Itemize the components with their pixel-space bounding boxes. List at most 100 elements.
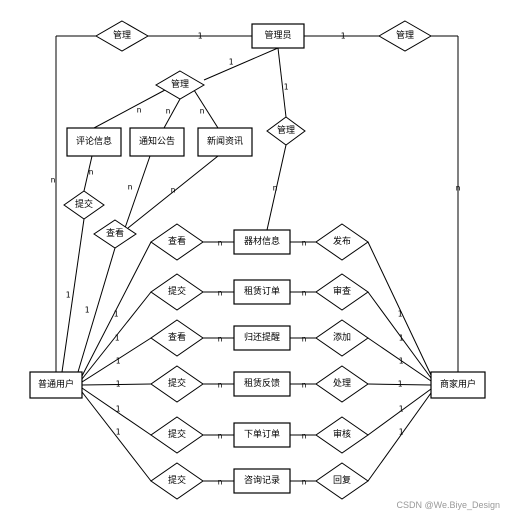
- relationship-label: 查看: [106, 227, 124, 239]
- connector-line: [83, 155, 93, 192]
- relationship-label: 提交: [168, 377, 186, 389]
- relationship-diamond: [315, 223, 369, 261]
- entity-box: [197, 127, 253, 157]
- relationship-diamond: [155, 70, 205, 100]
- entity-box: [251, 23, 305, 49]
- entity-merchant: 商家用户: [430, 371, 486, 399]
- relationship-m-review-rental: 审查: [315, 273, 369, 311]
- connector-line: [93, 89, 166, 129]
- entity-label: 下单订单: [244, 428, 280, 440]
- relationship-label: 提交: [168, 428, 186, 440]
- cardinality-label: n: [218, 289, 223, 298]
- entity-label: 租赁订单: [244, 285, 280, 297]
- connector-line: [367, 241, 432, 376]
- relationship-u-submit-order: 提交: [150, 416, 204, 454]
- entity-box: [233, 229, 291, 255]
- cardinality-label: 1: [116, 357, 121, 366]
- connector-line: [81, 387, 152, 436]
- cardinality-label: 1: [341, 32, 346, 41]
- entity-box: [29, 371, 83, 399]
- entity-label: 商家用户: [440, 378, 476, 390]
- cardinality-label: 1: [399, 334, 404, 343]
- cardinality-label: n: [200, 107, 205, 116]
- connector-line: [367, 388, 432, 436]
- cardinality-label: n: [89, 168, 94, 177]
- cardinality-label: n: [218, 432, 223, 441]
- entity-label: 归还提醒: [244, 331, 280, 343]
- cardinality-label: n: [218, 478, 223, 487]
- cardinality-label: 1: [198, 32, 203, 41]
- relationship-label: 查看: [168, 235, 186, 247]
- relationship-manage-equip: 管理: [266, 116, 306, 146]
- cardinality-label: n: [302, 289, 307, 298]
- cardinality-label: 1: [398, 310, 403, 319]
- relationship-diamond: [315, 365, 369, 403]
- connector-line: [81, 291, 152, 380]
- cardinality-label: n: [302, 381, 307, 390]
- entity-user: 普通用户: [29, 371, 83, 399]
- connector-line: [266, 144, 287, 231]
- relationship-diamond: [94, 20, 150, 52]
- relationship-m-publish: 发布: [315, 223, 369, 261]
- relationship-diamond: [150, 462, 204, 500]
- cardinality-label: n: [302, 239, 307, 248]
- relationship-manage-info: 管理: [155, 70, 205, 100]
- cardinality-label: n: [273, 184, 278, 193]
- relationship-label: 回复: [333, 474, 351, 486]
- relationship-diamond: [150, 416, 204, 454]
- entity-equipment: 器材信息: [233, 229, 291, 255]
- relationship-diamond: [266, 116, 306, 146]
- relationship-label: 审核: [333, 428, 351, 440]
- entity-consult: 咨询记录: [233, 468, 291, 494]
- entity-news: 新闻资讯: [197, 127, 253, 157]
- connector-line: [193, 89, 219, 129]
- entity-rental-order: 租赁订单: [233, 279, 291, 305]
- relationship-diamond: [315, 462, 369, 500]
- cardinality-label: n: [218, 335, 223, 344]
- watermark: CSDN @We.Biye_Design: [396, 500, 500, 510]
- connector-line: [277, 47, 287, 118]
- entity-comment: 评论信息: [66, 127, 122, 157]
- entity-box: [233, 468, 291, 494]
- entity-label: 新闻资讯: [207, 135, 243, 147]
- entity-label: 管理员: [264, 29, 291, 41]
- relationship-label: 添加: [333, 332, 351, 343]
- relationship-label: 管理: [113, 29, 131, 41]
- relationship-label: 发布: [333, 235, 351, 247]
- relationship-diamond: [377, 20, 433, 52]
- entity-label: 咨询记录: [244, 474, 280, 486]
- relationship-label: 审查: [333, 285, 351, 297]
- connector-line: [81, 241, 152, 377]
- connector-line: [77, 247, 116, 373]
- cardinality-label: 1: [116, 380, 121, 389]
- cardinality-label: 1: [229, 58, 234, 67]
- connector-line: [367, 291, 432, 379]
- relationship-diamond: [315, 273, 369, 311]
- entity-box: [66, 127, 122, 157]
- cardinality-label: n: [128, 183, 133, 192]
- relationship-manage-merchant: 管理: [377, 20, 433, 52]
- relationship-diamond: [315, 319, 369, 357]
- entity-order: 下单订单: [233, 422, 291, 448]
- relationship-label: 提交: [168, 474, 186, 486]
- cardinality-label: 1: [399, 357, 404, 366]
- entity-label: 通知公告: [139, 135, 175, 147]
- cardinality-label: 1: [115, 334, 120, 343]
- entity-notice: 通知公告: [129, 127, 185, 157]
- relationship-m-handle-feedback: 处理: [315, 365, 369, 403]
- relationship-submit-comment: 提交: [63, 190, 105, 220]
- cardinality-label: n: [456, 184, 461, 193]
- relationship-label: 提交: [168, 285, 186, 297]
- relationship-m-add-return: 添加: [315, 319, 369, 357]
- connector-line: [124, 155, 151, 229]
- cardinality-label: n: [218, 381, 223, 390]
- cardinality-label: 1: [116, 405, 121, 414]
- relationship-view-info: 查看: [93, 219, 137, 249]
- cardinality-label: 1: [399, 405, 404, 414]
- entity-label: 租赁反馈: [244, 377, 280, 389]
- cardinality-label: 1: [398, 380, 403, 389]
- relationship-manage-user: 管理: [94, 20, 150, 52]
- cardinality-label: 1: [85, 306, 90, 315]
- cardinality-label: 1: [399, 428, 404, 437]
- cardinality-label: n: [171, 186, 176, 195]
